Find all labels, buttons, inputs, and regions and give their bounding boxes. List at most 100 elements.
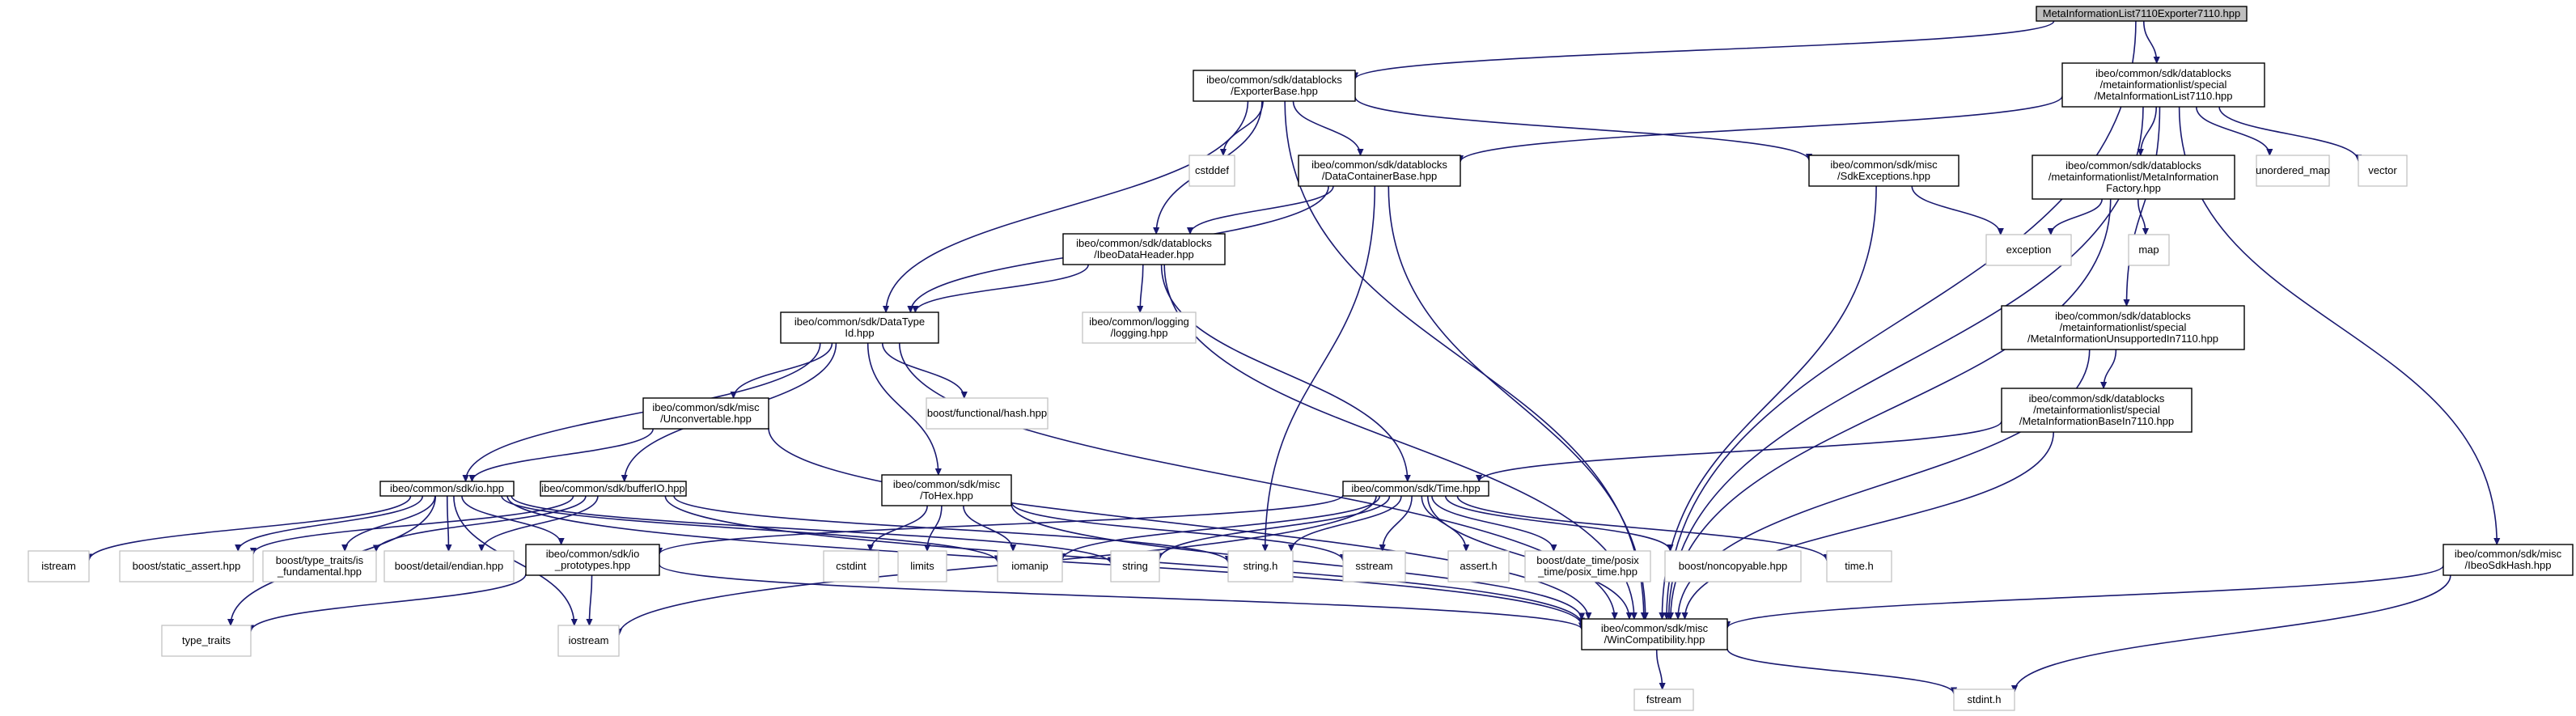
edge-root-to-wincompat (1667, 20, 2137, 619)
node-label-root: MetaInformationList7110Exporter7110.hpp (2043, 7, 2241, 19)
node-fstream: fstream (1633, 688, 1694, 711)
node-box-string (1110, 550, 1160, 583)
node-tohex[interactable]: ibeo/common/sdk/misc/ToHex.hpp (881, 474, 1012, 506)
edge-bufferio-to-is_fundamental (376, 495, 587, 551)
node-label-sdkhash: /IbeoSdkHash.hpp (2465, 559, 2552, 571)
node-metalist7110[interactable]: ibeo/common/sdk/datablocks/metainformati… (2061, 62, 2265, 108)
node-label-wincompat: ibeo/common/sdk/misc (1601, 622, 1709, 634)
node-label-bufferio: ibeo/common/sdk/bufferIO.hpp (541, 482, 685, 494)
edge-exporterbase-to-datacontainerbase (1292, 100, 1361, 155)
edge-tohex-to-cstdint (871, 505, 928, 551)
node-datacontainerbase[interactable]: ibeo/common/sdk/datablocks/DataContainer… (1298, 155, 1461, 187)
node-exporterbase[interactable]: ibeo/common/sdk/datablocks/ExporterBase.… (1193, 70, 1356, 102)
node-label-exporterbase: ibeo/common/sdk/datablocks (1206, 74, 1342, 86)
node-label-logging: ibeo/common/logging (1089, 316, 1189, 328)
node-sdkexceptions[interactable]: ibeo/common/sdk/misc/SdkExceptions.hpp (1808, 155, 1960, 187)
node-label-static_assert: boost/static_assert.hpp (133, 560, 241, 572)
node-assert_h: assert.h (1447, 550, 1510, 583)
node-string_h: string.h (1227, 550, 1294, 583)
node-box-datatypeid (780, 311, 939, 344)
node-unconvertable[interactable]: ibeo/common/sdk/misc/Unconvertable.hpp (642, 397, 769, 430)
node-vector: vector (2358, 155, 2408, 187)
node-label-ibeodataheader: /IbeoDataHeader.hpp (1094, 248, 1194, 261)
node-root[interactable]: MetaInformationList7110Exporter7110.hpp (2036, 6, 2248, 22)
node-label-noncopyable: boost/noncopyable.hpp (1679, 560, 1787, 572)
node-box-noncopyable (1664, 550, 1802, 583)
node-io_prototypes[interactable]: ibeo/common/sdk/io_prototypes.hpp (525, 544, 660, 576)
node-label-limits: limits (910, 560, 934, 572)
node-label-sdkhash: ibeo/common/sdk/misc (2455, 548, 2562, 560)
node-box-exporterbase (1193, 70, 1356, 102)
node-label-boosthash: boost/functional/hash.hpp (927, 407, 1047, 419)
edge-bufferio-to-endian (481, 495, 599, 551)
edge-time-to-time_h (1456, 495, 1827, 561)
node-metafactory[interactable]: ibeo/common/sdk/datablocks/metainformati… (2032, 155, 2235, 200)
edge-io-to-iomanip (501, 495, 998, 562)
edge-bufferio-to-static_assert (253, 495, 574, 554)
node-label-io: ibeo/common/sdk/io.hpp (390, 482, 504, 494)
node-box-assert_h (1447, 550, 1510, 583)
node-box-unordered_map (2256, 155, 2330, 187)
edge-time-to-noncopyable (1444, 495, 1671, 551)
node-label-is_fundamental: boost/type_traits/is (276, 554, 364, 566)
node-box-is_fundamental (262, 550, 377, 583)
node-label-io_prototypes: _prototypes.hpp (554, 559, 630, 571)
node-label-datacontainerbase: ibeo/common/sdk/datablocks (1311, 159, 1447, 171)
node-box-posix_time (1524, 550, 1651, 583)
node-label-unconvertable: /Unconvertable.hpp (660, 413, 752, 425)
node-box-io_prototypes (525, 544, 660, 576)
edge-unconvertable-to-wincompat (768, 428, 1588, 619)
node-label-posix_time: boost/date_time/posix (1536, 554, 1639, 566)
edge-sdkexceptions-to-wincompat (1662, 185, 1877, 619)
edge-root-to-exporterbase (1355, 20, 2055, 79)
edge-datacontainerbase-to-ibeodataheader (1190, 185, 1334, 234)
edge-io-to-istream (89, 495, 412, 561)
edge-metalist7110-to-wincompat (1669, 106, 2144, 619)
node-box-bufferio (540, 481, 687, 497)
edge-ibeodataheader-to-datatypeid (915, 264, 1089, 312)
node-label-string_h: string.h (1244, 560, 1278, 572)
node-basein7110[interactable]: ibeo/common/sdk/datablocks/metainformati… (2001, 388, 2193, 433)
node-label-tohex: /ToHex.hpp (920, 489, 973, 502)
edge-sdkhash-to-stdint_h (2015, 574, 2451, 692)
node-posix_time: boost/date_time/posix_time/posix_time.hp… (1524, 550, 1651, 583)
node-map: map (2128, 234, 2170, 266)
edge-io-to-io_prototypes (461, 495, 561, 544)
node-bufferio[interactable]: ibeo/common/sdk/bufferIO.hpp (540, 481, 687, 497)
edge-sdkexceptions-to-exception (1911, 185, 2001, 235)
node-iomanip: iomanip (997, 550, 1063, 583)
node-label-type_traits: type_traits (182, 634, 231, 646)
edge-metalist7110-to-datacontainerbase (1460, 95, 2063, 162)
node-string: string (1110, 550, 1160, 583)
node-box-limits (897, 550, 947, 583)
node-wincompat[interactable]: ibeo/common/sdk/misc/WinCompatibility.hp… (1581, 618, 1728, 650)
node-time[interactable]: ibeo/common/sdk/Time.hpp (1342, 481, 1489, 497)
node-sdkhash[interactable]: ibeo/common/sdk/misc/IbeoSdkHash.hpp (2443, 544, 2574, 576)
edge-ibeodataheader-to-time (1160, 264, 1408, 481)
node-label-datatypeid: ibeo/common/sdk/DataType (794, 316, 925, 328)
edge-datatypeid-to-boosthash (881, 342, 964, 398)
node-ibeodataheader[interactable]: ibeo/common/sdk/datablocks/IbeoDataHeade… (1062, 233, 1226, 265)
edge-wincompat-to-stdint_h (1727, 648, 1954, 694)
node-box-time (1342, 481, 1489, 497)
node-unsupported7110[interactable]: ibeo/common/sdk/datablocks/metainformati… (2001, 305, 2245, 350)
node-iostream: iostream (557, 625, 620, 657)
node-label-endian: boost/detail/endian.hpp (395, 560, 503, 572)
node-label-string: string (1122, 560, 1148, 572)
edge-root-to-metalist7110 (2142, 20, 2157, 63)
node-label-unconvertable: ibeo/common/sdk/misc (652, 401, 760, 413)
node-label-basein7110: /MetaInformationBaseIn7110.hpp (2019, 415, 2174, 427)
node-label-wincompat: /WinCompatibility.hpp (1604, 633, 1705, 646)
node-box-datacontainerbase (1298, 155, 1461, 187)
edge-time-to-sstream (1383, 495, 1413, 551)
node-label-stdint_h: stdint.h (1968, 693, 2002, 705)
node-label-unsupported7110: ibeo/common/sdk/datablocks (2055, 310, 2191, 322)
node-label-datatypeid: Id.hpp (845, 327, 874, 339)
node-io[interactable]: ibeo/common/sdk/io.hpp (379, 481, 515, 497)
node-box-boosthash (926, 397, 1049, 430)
node-label-metalist7110: ibeo/common/sdk/datablocks (2095, 67, 2231, 79)
node-unordered_map: unordered_map (2256, 155, 2330, 187)
node-label-metalist7110: /MetaInformationList7110.hpp (2094, 90, 2232, 102)
node-label-posix_time: _time/posix_time.hpp (1537, 566, 1638, 578)
